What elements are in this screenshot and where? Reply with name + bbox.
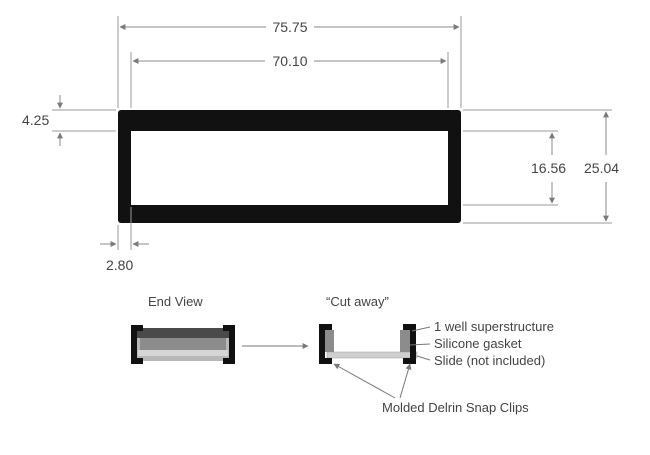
leader-slide (416, 355, 431, 361)
dimension-overall-length: 75.75 (117, 16, 462, 108)
end-view-title: End View (148, 294, 203, 309)
leader-superstructure (411, 326, 431, 332)
leader-clip-left (333, 363, 396, 399)
frame-window (131, 131, 448, 205)
end-view-clip-left (131, 325, 143, 364)
end-view-clip-right (223, 325, 235, 364)
label-inner-length: 70.10 (272, 53, 307, 69)
end-view: End View (131, 294, 235, 364)
label-slide: Slide (not included) (434, 353, 545, 368)
cutaway-clip-left (319, 324, 332, 364)
dimension-inner-length: 70.10 (130, 52, 449, 108)
cutaway-title: “Cut away” (326, 294, 389, 309)
end-view-gasket (140, 338, 226, 350)
label-overall-length: 75.75 (272, 19, 307, 35)
cutaway-wall-left (324, 330, 334, 352)
end-view-top-band (136, 328, 230, 338)
label-gasket: Silicone gasket (434, 336, 522, 351)
dimension-overall-height: 25.04 (463, 109, 619, 224)
dimension-side-border: 2.80 (100, 207, 149, 273)
cutaway-slide (326, 351, 418, 359)
cutaway-wall-right (400, 330, 410, 352)
label-side-border: 2.80 (106, 257, 133, 273)
top-view (118, 110, 461, 223)
label-superstructure: 1 well superstructure (434, 319, 554, 334)
end-view-slide (138, 350, 228, 356)
leader-clip-right (399, 363, 412, 399)
leader-gasket (409, 343, 431, 346)
dimension-top-border: 4.25 (22, 95, 116, 146)
cutaway-view: “Cut away” 1 well superstructure Silicon… (319, 294, 554, 415)
label-overall-height: 25.04 (584, 160, 619, 176)
label-inner-height: 16.56 (531, 160, 566, 176)
cutaway-clip-right (403, 324, 416, 364)
label-top-border: 4.25 (22, 112, 49, 128)
dimension-inner-height: 16.56 (463, 130, 566, 206)
label-clips: Molded Delrin Snap Clips (382, 400, 529, 415)
